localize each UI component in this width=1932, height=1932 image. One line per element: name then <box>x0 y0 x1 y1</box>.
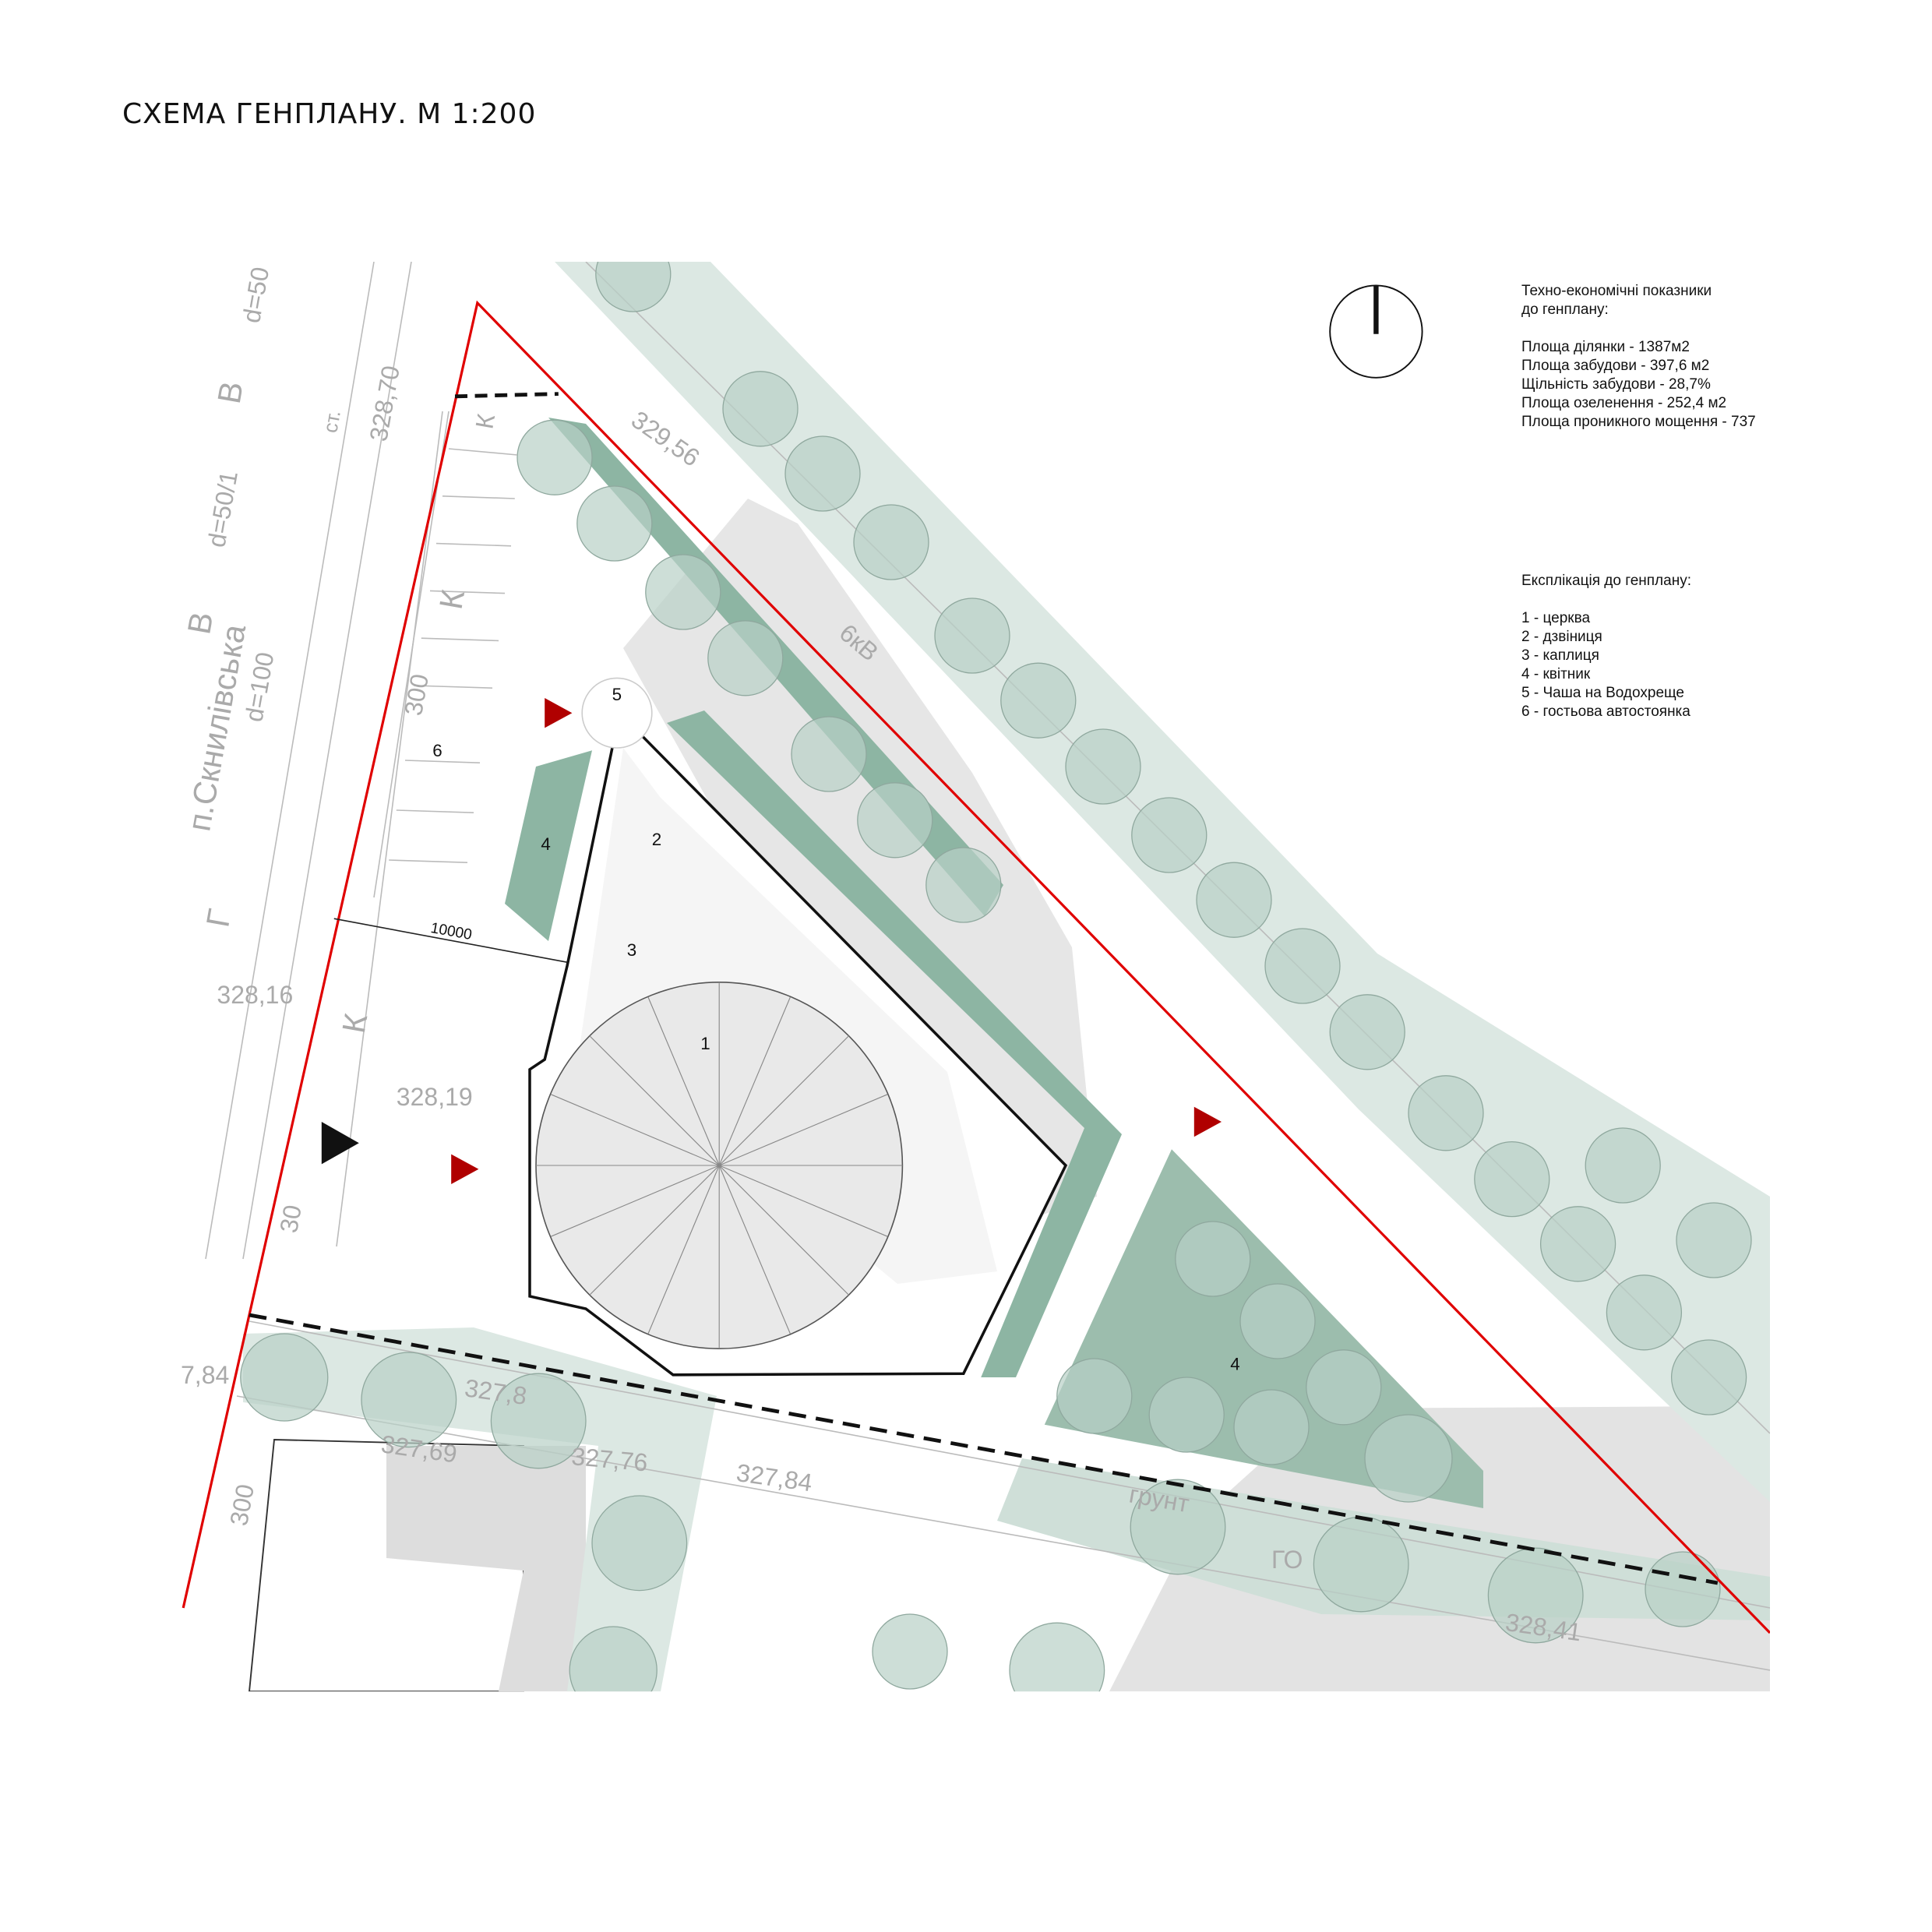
elevation: 329,56 <box>626 405 705 472</box>
utility-letter: К <box>335 1011 374 1036</box>
indicator-item: Площа озеленення - 252,4 м2 <box>1521 395 1727 411</box>
elevation: 328,16 <box>217 981 293 1009</box>
elevation: 7,84 <box>181 1361 229 1389</box>
label-5: 5 <box>612 685 622 704</box>
explication-item: 1 - церква <box>1521 610 1591 626</box>
pipe-label: d=50/1 <box>202 469 243 550</box>
utility-label: ст. <box>319 409 345 435</box>
utility-letter: В <box>210 379 250 406</box>
elevation: 328,70 <box>364 364 404 444</box>
indicator-item: Щільність забудови - 28,7% <box>1521 376 1711 393</box>
label-4a: 4 <box>541 834 550 854</box>
grey-paving <box>386 1446 586 1692</box>
page-title: СХЕМА ГЕНПЛАНУ. М 1:200 <box>122 98 537 130</box>
dashed-line-bottom <box>249 1313 1719 1585</box>
utility-letter: К <box>470 411 500 431</box>
explication-heading: Експлікація до генплану: <box>1521 573 1691 589</box>
elevation: 328,19 <box>397 1083 473 1111</box>
utility-letter: В <box>180 609 220 636</box>
label-3: 3 <box>627 940 636 960</box>
street-name: п.Скнилівська <box>180 621 252 834</box>
utility-letter: К <box>432 587 471 612</box>
label-1: 1 <box>700 1034 710 1053</box>
utility-label: ГО <box>1271 1546 1303 1574</box>
explication-item: 5 - Чаша на Водохреще <box>1521 685 1684 701</box>
explication-item: 4 - квітник <box>1521 666 1591 682</box>
dome-ribs <box>536 982 903 1349</box>
baptism-bowl <box>581 677 653 749</box>
dimension-label: 10000 <box>429 920 473 943</box>
indicator-item: Площа ділянки - 1387м2 <box>1521 339 1690 355</box>
pipe-label: d=50 <box>237 265 274 325</box>
explication-item: 2 - дзвіниця <box>1521 629 1602 645</box>
tree-band-s <box>243 1327 717 1692</box>
tree-band-ne <box>555 262 1770 1502</box>
dashed-line-top <box>454 392 559 399</box>
green-strip-2 <box>667 710 1122 1377</box>
label-6: 6 <box>432 741 442 760</box>
indicators-panel: Техно-економічні показники до генплану: … <box>1521 282 1756 432</box>
dimension-label: 300 <box>399 672 434 717</box>
label-2: 2 <box>652 830 661 849</box>
entry-arrow-icon <box>545 698 573 728</box>
dimension-label: 300 <box>224 1482 259 1528</box>
site-boundary <box>182 300 1770 1634</box>
explication-item: 3 - каплиця <box>1521 647 1599 664</box>
utility-letter: Г <box>199 906 238 929</box>
dimension-line <box>333 918 568 963</box>
dimension-label: 30 <box>274 1203 307 1235</box>
elevation: 327,84 <box>735 1458 814 1497</box>
entry-arrow-icon <box>451 1154 479 1184</box>
indicators-heading: до генплану: <box>1521 301 1609 318</box>
main-entry-arrow-icon <box>321 1122 359 1165</box>
elevation: 327,76 <box>570 1442 649 1476</box>
explication-item: 6 - гостьова автостоянка <box>1521 703 1690 720</box>
north-arrow-icon <box>1329 284 1423 379</box>
indicator-item: Площа проникного мощення - 737 <box>1521 414 1756 430</box>
indicator-item: Площа забудови - 397,6 м2 <box>1521 358 1710 374</box>
trees <box>240 262 1752 1692</box>
parking-stalls <box>373 411 518 898</box>
entry-arrow-icon <box>1193 1106 1222 1137</box>
flower-bed-4-small <box>505 750 592 941</box>
label-4b: 4 <box>1230 1354 1239 1373</box>
indicators-heading: Техно-економічні показники <box>1521 283 1712 299</box>
explication-panel: Експлікація до генплану: 1 - церква 2 - … <box>1521 572 1691 721</box>
